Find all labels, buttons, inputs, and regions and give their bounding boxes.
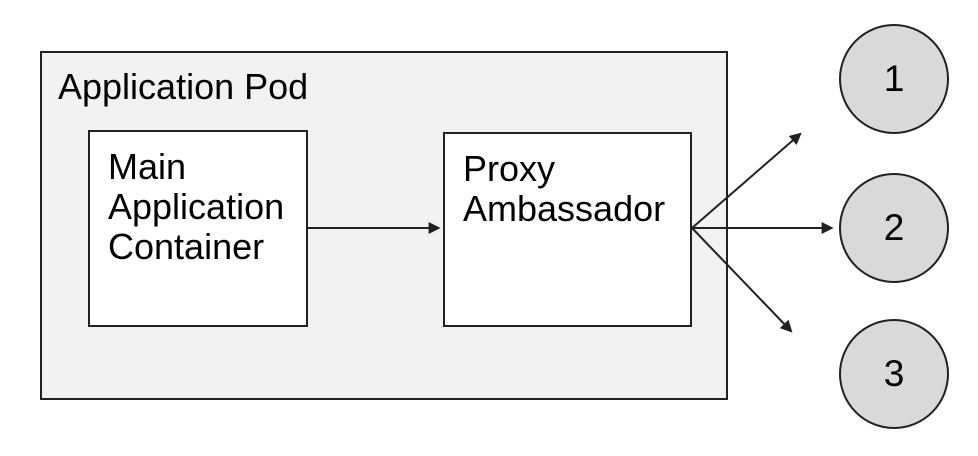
endpoint-circle-3-label: 3 xyxy=(883,353,905,394)
node-main-application-container: Main Application Container xyxy=(88,130,308,327)
application-pod-label: Application Pod xyxy=(58,66,309,107)
node-proxy-ambassador-label: Proxy Ambassador xyxy=(463,148,666,229)
node-proxy-ambassador: Proxy Ambassador xyxy=(443,132,692,327)
endpoint-circle-2-label: 2 xyxy=(883,207,905,248)
node-main-application-container-label: Main Application Container xyxy=(108,146,285,267)
endpoint-circle-1-label: 1 xyxy=(883,58,905,99)
endpoint-circle-2: 2 xyxy=(839,173,949,283)
endpoint-circle-1: 1 xyxy=(839,24,949,134)
endpoint-circle-3: 3 xyxy=(839,319,949,429)
